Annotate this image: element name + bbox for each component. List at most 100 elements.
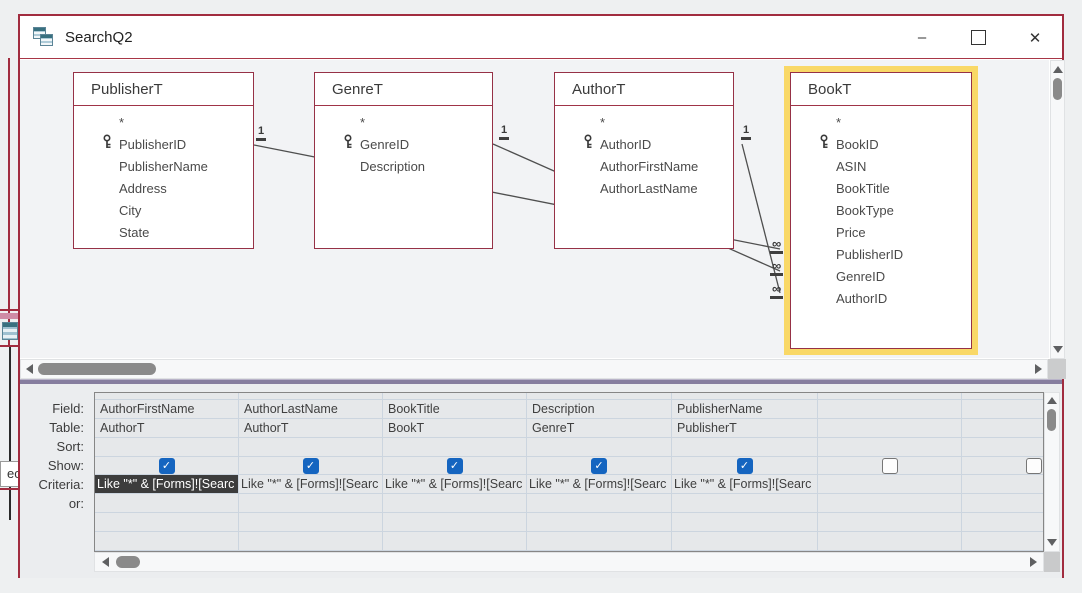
table-cell[interactable] <box>818 418 962 438</box>
pane-splitter[interactable] <box>20 379 1062 384</box>
or-cell[interactable] <box>383 494 527 514</box>
sort-cell[interactable] <box>672 437 818 457</box>
table-card-publishert[interactable]: PublisherT * PublisherID PublisherName A… <box>73 72 254 249</box>
field-row[interactable]: AuthorID <box>555 133 733 155</box>
table-card-bookt[interactable]: BookT * BookID ASIN BookTitle BookType P… <box>790 72 972 349</box>
sort-cell[interactable] <box>962 438 1043 457</box>
sort-cell[interactable] <box>527 437 672 457</box>
table-cell[interactable]: PublisherT <box>672 418 818 438</box>
close-button[interactable]: ✕ <box>1028 29 1042 47</box>
field-row[interactable]: * <box>600 114 606 130</box>
field-row[interactable]: BookType <box>836 202 894 218</box>
column-selector[interactable] <box>962 393 1043 400</box>
field-cell[interactable] <box>818 399 962 419</box>
empty-cell[interactable] <box>672 513 818 533</box>
or-cell[interactable] <box>95 494 239 514</box>
table-cell[interactable]: AuthorT <box>95 418 239 438</box>
table-card-genret[interactable]: GenreT * GenreID Description <box>314 72 493 249</box>
criteria-cell[interactable]: Like "*" & [Forms]![Searc <box>239 475 383 495</box>
empty-cell[interactable] <box>239 513 383 533</box>
diagram-vertical-scrollbar[interactable] <box>1050 60 1065 359</box>
empty-cell[interactable] <box>527 532 672 551</box>
scroll-up-arrow[interactable] <box>1047 397 1057 404</box>
field-row[interactable]: Price <box>836 224 866 240</box>
table-cell[interactable]: AuthorT <box>239 418 383 438</box>
window-titlebar[interactable]: SearchQ2 – ✕ <box>20 16 1062 59</box>
field-cell[interactable]: Description <box>527 399 672 419</box>
field-cell[interactable]: AuthorFirstName <box>95 399 239 419</box>
field-row[interactable]: State <box>119 224 150 240</box>
empty-cell[interactable] <box>95 513 239 533</box>
field-row[interactable]: * <box>836 114 842 130</box>
grid-horizontal-scrollbar[interactable] <box>94 552 1044 572</box>
field-row[interactable]: PublisherID <box>836 246 904 262</box>
scroll-down-arrow[interactable] <box>1047 539 1057 546</box>
field-row[interactable]: Description <box>360 158 426 174</box>
empty-cell[interactable] <box>818 532 962 551</box>
column-selector[interactable] <box>527 393 672 400</box>
scroll-left-arrow[interactable] <box>102 557 109 567</box>
criteria-cell[interactable]: Like "*" & [Forms]![Searc <box>672 475 818 495</box>
scrollbar-thumb[interactable] <box>116 556 140 568</box>
diagram-horizontal-scrollbar[interactable] <box>20 359 1048 379</box>
criteria-cell[interactable]: Like "*" & [Forms]![Searc <box>95 475 239 495</box>
scrollbar-thumb[interactable] <box>1053 78 1062 100</box>
criteria-cell[interactable]: Like "*" & [Forms]![Searc <box>383 475 527 495</box>
show-checkbox[interactable]: ✓ <box>446 457 463 474</box>
scroll-left-arrow[interactable] <box>26 364 33 374</box>
table-card-authort[interactable]: AuthorT * AuthorID AuthorFirstName Autho… <box>554 72 734 249</box>
show-cell[interactable]: ✓ <box>383 456 527 476</box>
field-row[interactable]: BookID <box>791 133 971 155</box>
empty-cell[interactable] <box>239 532 383 551</box>
field-row[interactable]: PublisherName <box>119 158 208 174</box>
scroll-down-arrow[interactable] <box>1053 346 1063 353</box>
empty-cell[interactable] <box>383 513 527 533</box>
or-cell[interactable] <box>962 494 1043 514</box>
show-checkbox[interactable]: ✓ <box>736 457 753 474</box>
scrollbar-thumb[interactable] <box>1047 409 1056 431</box>
show-checkbox[interactable]: ✓ <box>302 457 319 474</box>
scroll-right-arrow[interactable] <box>1030 557 1037 567</box>
table-cell[interactable]: GenreT <box>527 418 672 438</box>
or-cell[interactable] <box>239 494 383 514</box>
show-checkbox[interactable]: ✓ <box>158 457 175 474</box>
scroll-up-arrow[interactable] <box>1053 66 1063 73</box>
show-cell[interactable]: ✓ <box>239 456 383 476</box>
show-cell[interactable]: ✓ <box>818 456 962 476</box>
column-selector[interactable] <box>818 393 962 400</box>
field-row[interactable]: ASIN <box>836 158 867 174</box>
or-cell[interactable] <box>672 494 818 514</box>
table-cell[interactable]: BookT <box>383 418 527 438</box>
sort-cell[interactable] <box>818 437 962 457</box>
maximize-button[interactable] <box>971 30 986 45</box>
empty-cell[interactable] <box>962 532 1043 551</box>
empty-cell[interactable] <box>383 532 527 551</box>
field-cell[interactable]: BookTitle <box>383 399 527 419</box>
field-row[interactable]: AuthorFirstName <box>600 158 699 174</box>
show-checkbox[interactable]: ✓ <box>591 457 607 474</box>
field-row[interactable]: * <box>119 114 125 130</box>
show-cell[interactable]: ✓ <box>672 456 818 476</box>
sort-cell[interactable] <box>383 437 527 457</box>
empty-cell[interactable] <box>672 532 818 551</box>
empty-cell[interactable] <box>818 513 962 533</box>
show-cell[interactable]: ✓ <box>962 457 1043 476</box>
column-selector[interactable] <box>672 393 818 400</box>
empty-cell[interactable] <box>95 532 239 551</box>
field-row[interactable]: City <box>119 202 142 218</box>
scroll-right-arrow[interactable] <box>1035 364 1042 374</box>
criteria-cell[interactable]: Like "*" & [Forms]![Searc <box>527 475 672 495</box>
show-checkbox[interactable]: ✓ <box>1025 457 1042 474</box>
sort-cell[interactable] <box>239 437 383 457</box>
criteria-cell[interactable] <box>962 475 1043 495</box>
criteria-cell[interactable] <box>818 475 962 495</box>
field-row[interactable]: Address <box>119 180 167 196</box>
field-row[interactable]: GenreID <box>836 268 886 284</box>
field-row[interactable]: * <box>360 114 366 130</box>
show-cell[interactable]: ✓ <box>527 456 672 476</box>
field-row[interactable]: GenreID <box>315 133 492 155</box>
minimize-button[interactable]: – <box>917 29 927 46</box>
column-selector[interactable] <box>239 393 383 400</box>
empty-cell[interactable] <box>962 513 1043 533</box>
or-cell[interactable] <box>527 494 672 514</box>
